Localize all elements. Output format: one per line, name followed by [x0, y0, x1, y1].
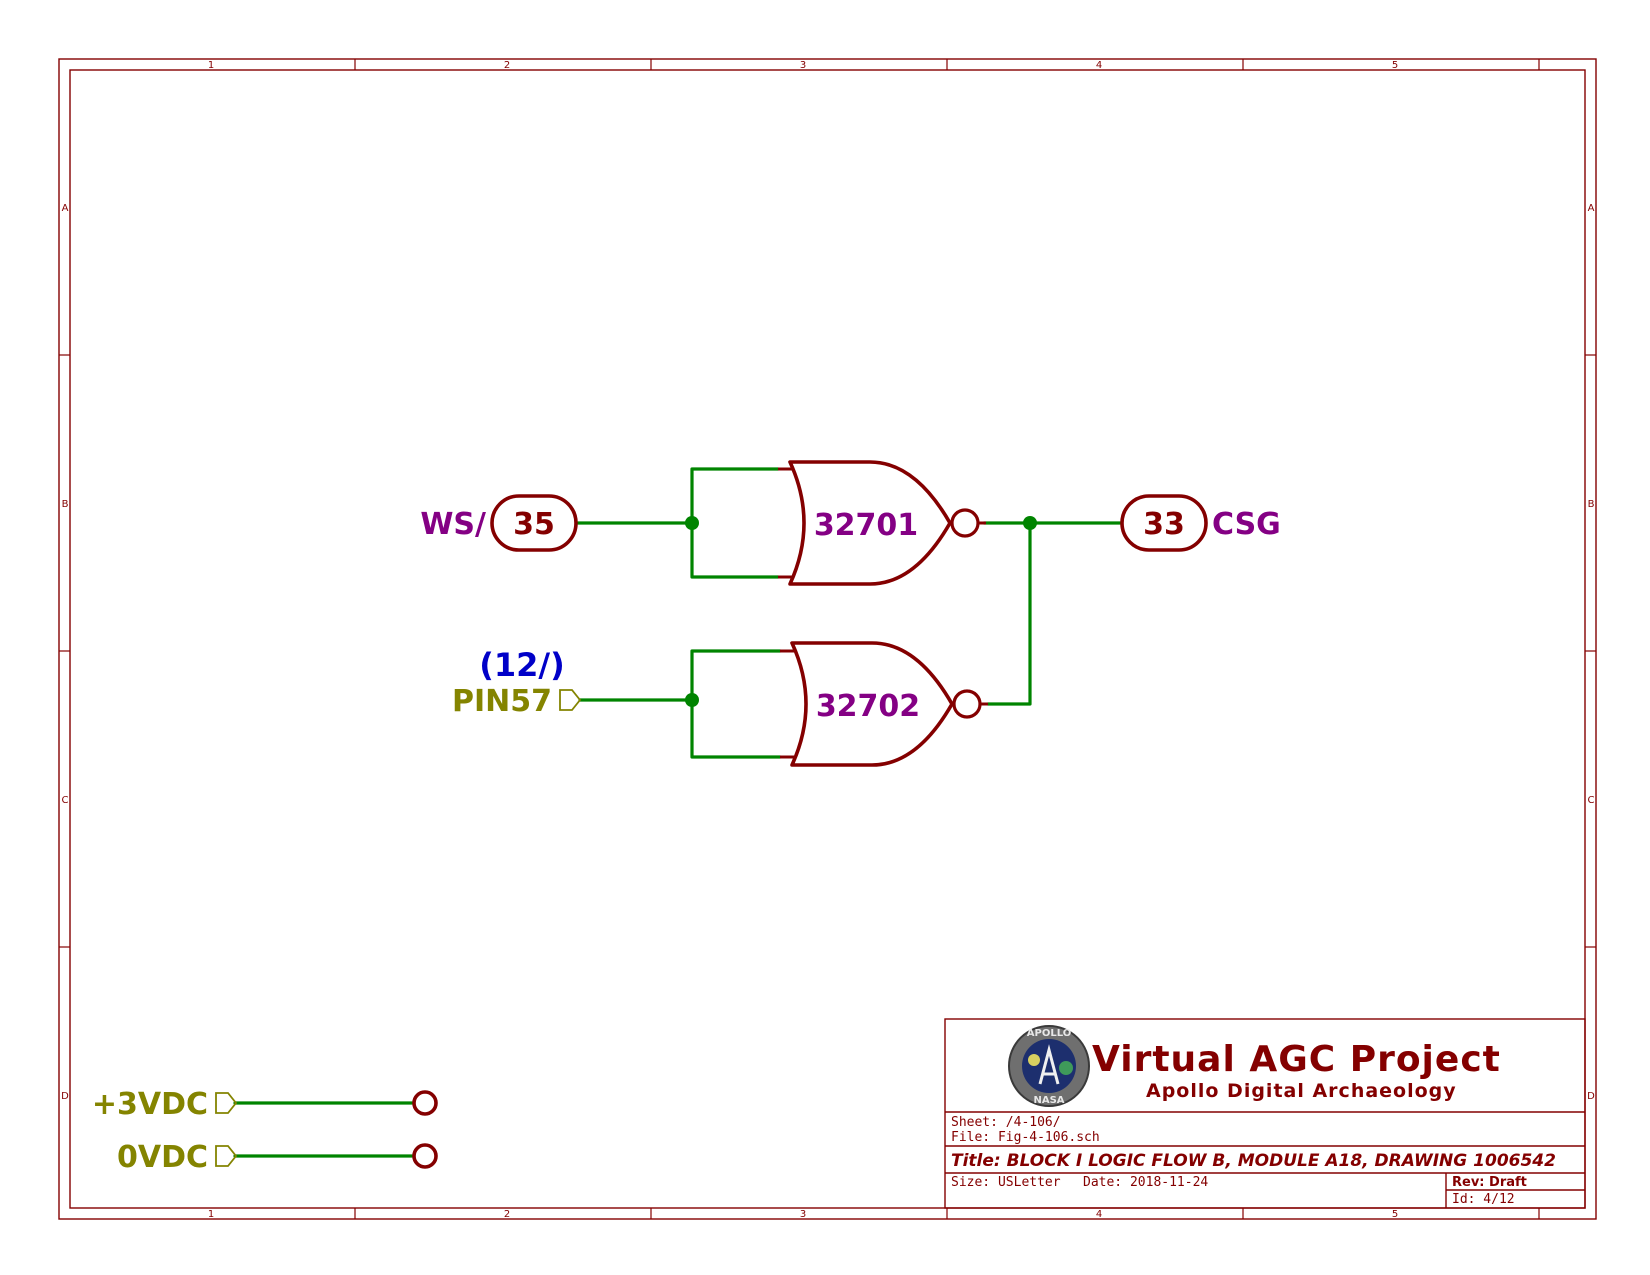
inversion-bubble	[952, 689, 982, 719]
wire-gate1-inputs	[690, 467, 780, 579]
connector-pin-33: 33	[1143, 507, 1185, 542]
apollo-logo: APOLLO NASA	[1008, 1025, 1090, 1107]
drawing-title: Title: BLOCK I LOGIC FLOW B, MODULE A18,…	[951, 1151, 1556, 1171]
ruler-row-b-right: B	[1588, 499, 1595, 510]
ruler-row-d-left: D	[61, 1091, 69, 1102]
moon-icon	[1028, 1054, 1040, 1066]
hier-label-gnd[interactable]: 0VDC	[117, 1140, 438, 1175]
apollo-a-icon	[1038, 1044, 1060, 1085]
ruler-col-1-bottom: 1	[208, 1209, 214, 1220]
gate-ref-32702: 32702	[816, 689, 920, 724]
ruler-col-2-bottom: 2	[504, 1209, 510, 1220]
hier-label-vcc[interactable]: +3VDC	[92, 1087, 438, 1122]
ruler-row-a-left: A	[62, 203, 69, 214]
inversion-bubble	[950, 508, 980, 538]
junction-csg	[1023, 516, 1037, 530]
hier-arrow-icon	[559, 689, 582, 711]
ruler-row-a-right: A	[1588, 203, 1595, 214]
ruler-row-b-left: B	[62, 499, 69, 510]
vcc-label: +3VDC	[92, 1087, 208, 1122]
ruler-row-d-right: D	[1587, 1091, 1595, 1102]
hier-label-pin57[interactable]: (12/) PIN57	[452, 646, 582, 719]
net-label-csg: CSG	[1212, 507, 1281, 542]
sheet-date: Date: 2018-11-24	[1083, 1175, 1208, 1190]
logo-text-top: APOLLO	[1027, 1028, 1071, 1039]
project-subtitle: Apollo Digital Archaeology	[1146, 1080, 1457, 1102]
ruler-col-5-bottom: 5	[1392, 1209, 1398, 1220]
earth-icon	[1059, 1061, 1073, 1075]
junction-pin57	[685, 693, 699, 707]
junction-ws	[685, 516, 699, 530]
sheet-size: Size: USLetter	[951, 1175, 1061, 1190]
hier-arrow-icon	[215, 1092, 238, 1114]
project-name: Virtual AGC Project	[1092, 1039, 1501, 1080]
net-label-ws: WS/	[420, 507, 486, 542]
ruler-row-c-left: C	[62, 795, 69, 806]
gnd-label: 0VDC	[117, 1140, 208, 1175]
ruler-col-4-top: 4	[1096, 60, 1102, 71]
sheet-path: Sheet: /4-106/	[951, 1115, 1061, 1130]
wire-gate2-inputs	[690, 649, 782, 759]
connector-ws[interactable]: 35 WS/	[420, 494, 578, 552]
ruler-col-3-top: 3	[800, 60, 806, 71]
wire-gate2-out	[986, 521, 1032, 706]
file-name: File: Fig-4-106.sch	[951, 1130, 1100, 1145]
hier-arrow-icon	[215, 1145, 238, 1167]
ruler-col-5-top: 5	[1392, 60, 1398, 71]
ruler-col-4-bottom: 4	[1096, 1209, 1102, 1220]
ruler-col-1-top: 1	[208, 60, 214, 71]
connector-pin-35: 35	[513, 507, 555, 542]
pin57-note: (12/)	[479, 646, 564, 684]
sheet-id: Id: 4/12	[1452, 1192, 1515, 1207]
terminal-circle-icon	[412, 1143, 438, 1169]
ruler-col-3-bottom: 3	[800, 1209, 806, 1220]
revision: Rev: Draft	[1452, 1175, 1527, 1190]
connector-csg[interactable]: 33 CSG	[1120, 494, 1281, 552]
nor-gate-32701[interactable]: 32701	[778, 460, 986, 586]
ruler-row-c-right: C	[1588, 795, 1595, 806]
terminal-circle-icon	[412, 1090, 438, 1116]
title-block: APOLLO NASA Virtual AGC Project Apollo D…	[944, 1018, 1586, 1209]
nor-gate-32702[interactable]: 32702	[780, 641, 988, 767]
sheet-border: 1 2 3 4 5 1 2 3 4 5 A B C D A B C D	[58, 58, 1597, 1220]
pin57-label: PIN57	[452, 684, 552, 719]
ruler-col-2-top: 2	[504, 60, 510, 71]
logo-text-bottom: NASA	[1033, 1095, 1064, 1106]
wires	[233, 467, 1125, 1158]
gate-ref-32701: 32701	[814, 508, 918, 543]
